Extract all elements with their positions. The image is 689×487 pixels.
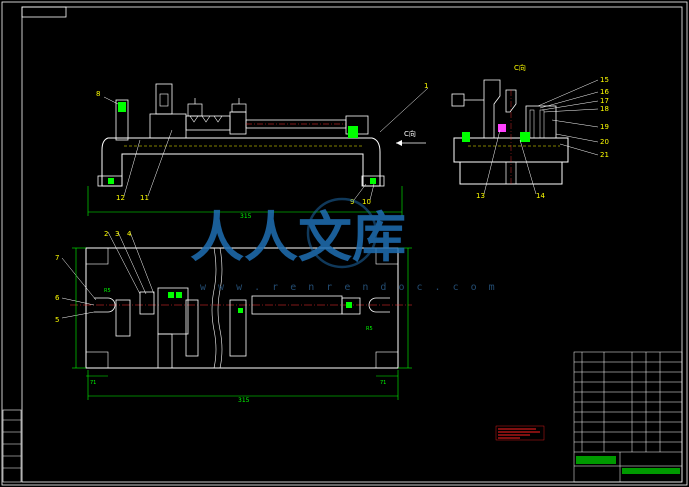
part-balloons: 1 2 3 4 5 6 7 8 9 10 11 12 13 14 15 16 1…: [55, 76, 609, 324]
side-view: [451, 79, 599, 195]
balloon-19: 19: [600, 123, 609, 131]
balloon-11: 11: [140, 194, 149, 202]
balloon-21: 21: [600, 151, 609, 159]
balloon-3: 3: [115, 230, 119, 238]
balloon-4: 4: [127, 230, 132, 238]
balloon-12: 12: [116, 194, 125, 202]
section-label: C向: [514, 63, 526, 72]
balloon-15: 15: [600, 76, 609, 84]
dim-b: 71: [380, 380, 386, 386]
balloon-16: 16: [600, 88, 609, 96]
dim-c: R5: [104, 288, 111, 294]
balloon-10: 10: [362, 198, 371, 206]
balloon-9: 9: [350, 198, 354, 206]
front-view: [87, 83, 429, 216]
balloon-7: 7: [55, 254, 59, 262]
margin-stamp: [2, 409, 22, 483]
dim-d: R5: [366, 326, 373, 332]
balloon-2: 2: [104, 230, 108, 238]
balloon-17: 17: [600, 97, 609, 105]
dim-a: 71: [90, 380, 96, 386]
balloon-14: 14: [536, 192, 545, 200]
title-block: [573, 351, 683, 483]
plan-view: [61, 231, 412, 400]
balloon-20: 20: [600, 138, 609, 146]
dimension-labels: 315 315 71 71 R5 R5: [90, 213, 386, 404]
balloon-8: 8: [96, 90, 100, 98]
technical-notes: [495, 425, 545, 441]
balloon-1: 1: [424, 82, 428, 90]
dim-plan-length: 315: [238, 397, 250, 404]
balloon-18: 18: [600, 105, 609, 113]
direction-label: C向: [404, 129, 416, 138]
watermark-brand: 人人文库: [190, 206, 406, 269]
watermark-url: w w w . r e n r e n d o c . c o m: [200, 282, 498, 293]
balloon-6: 6: [55, 294, 60, 302]
dim-front-length: 315: [240, 213, 252, 220]
view-labels: C向 C向: [404, 63, 526, 138]
balloon-5: 5: [55, 316, 59, 324]
balloon-13: 13: [476, 192, 485, 200]
watermark: 人人文库 w w w . r e n r e n d o c . c o m: [190, 197, 498, 293]
